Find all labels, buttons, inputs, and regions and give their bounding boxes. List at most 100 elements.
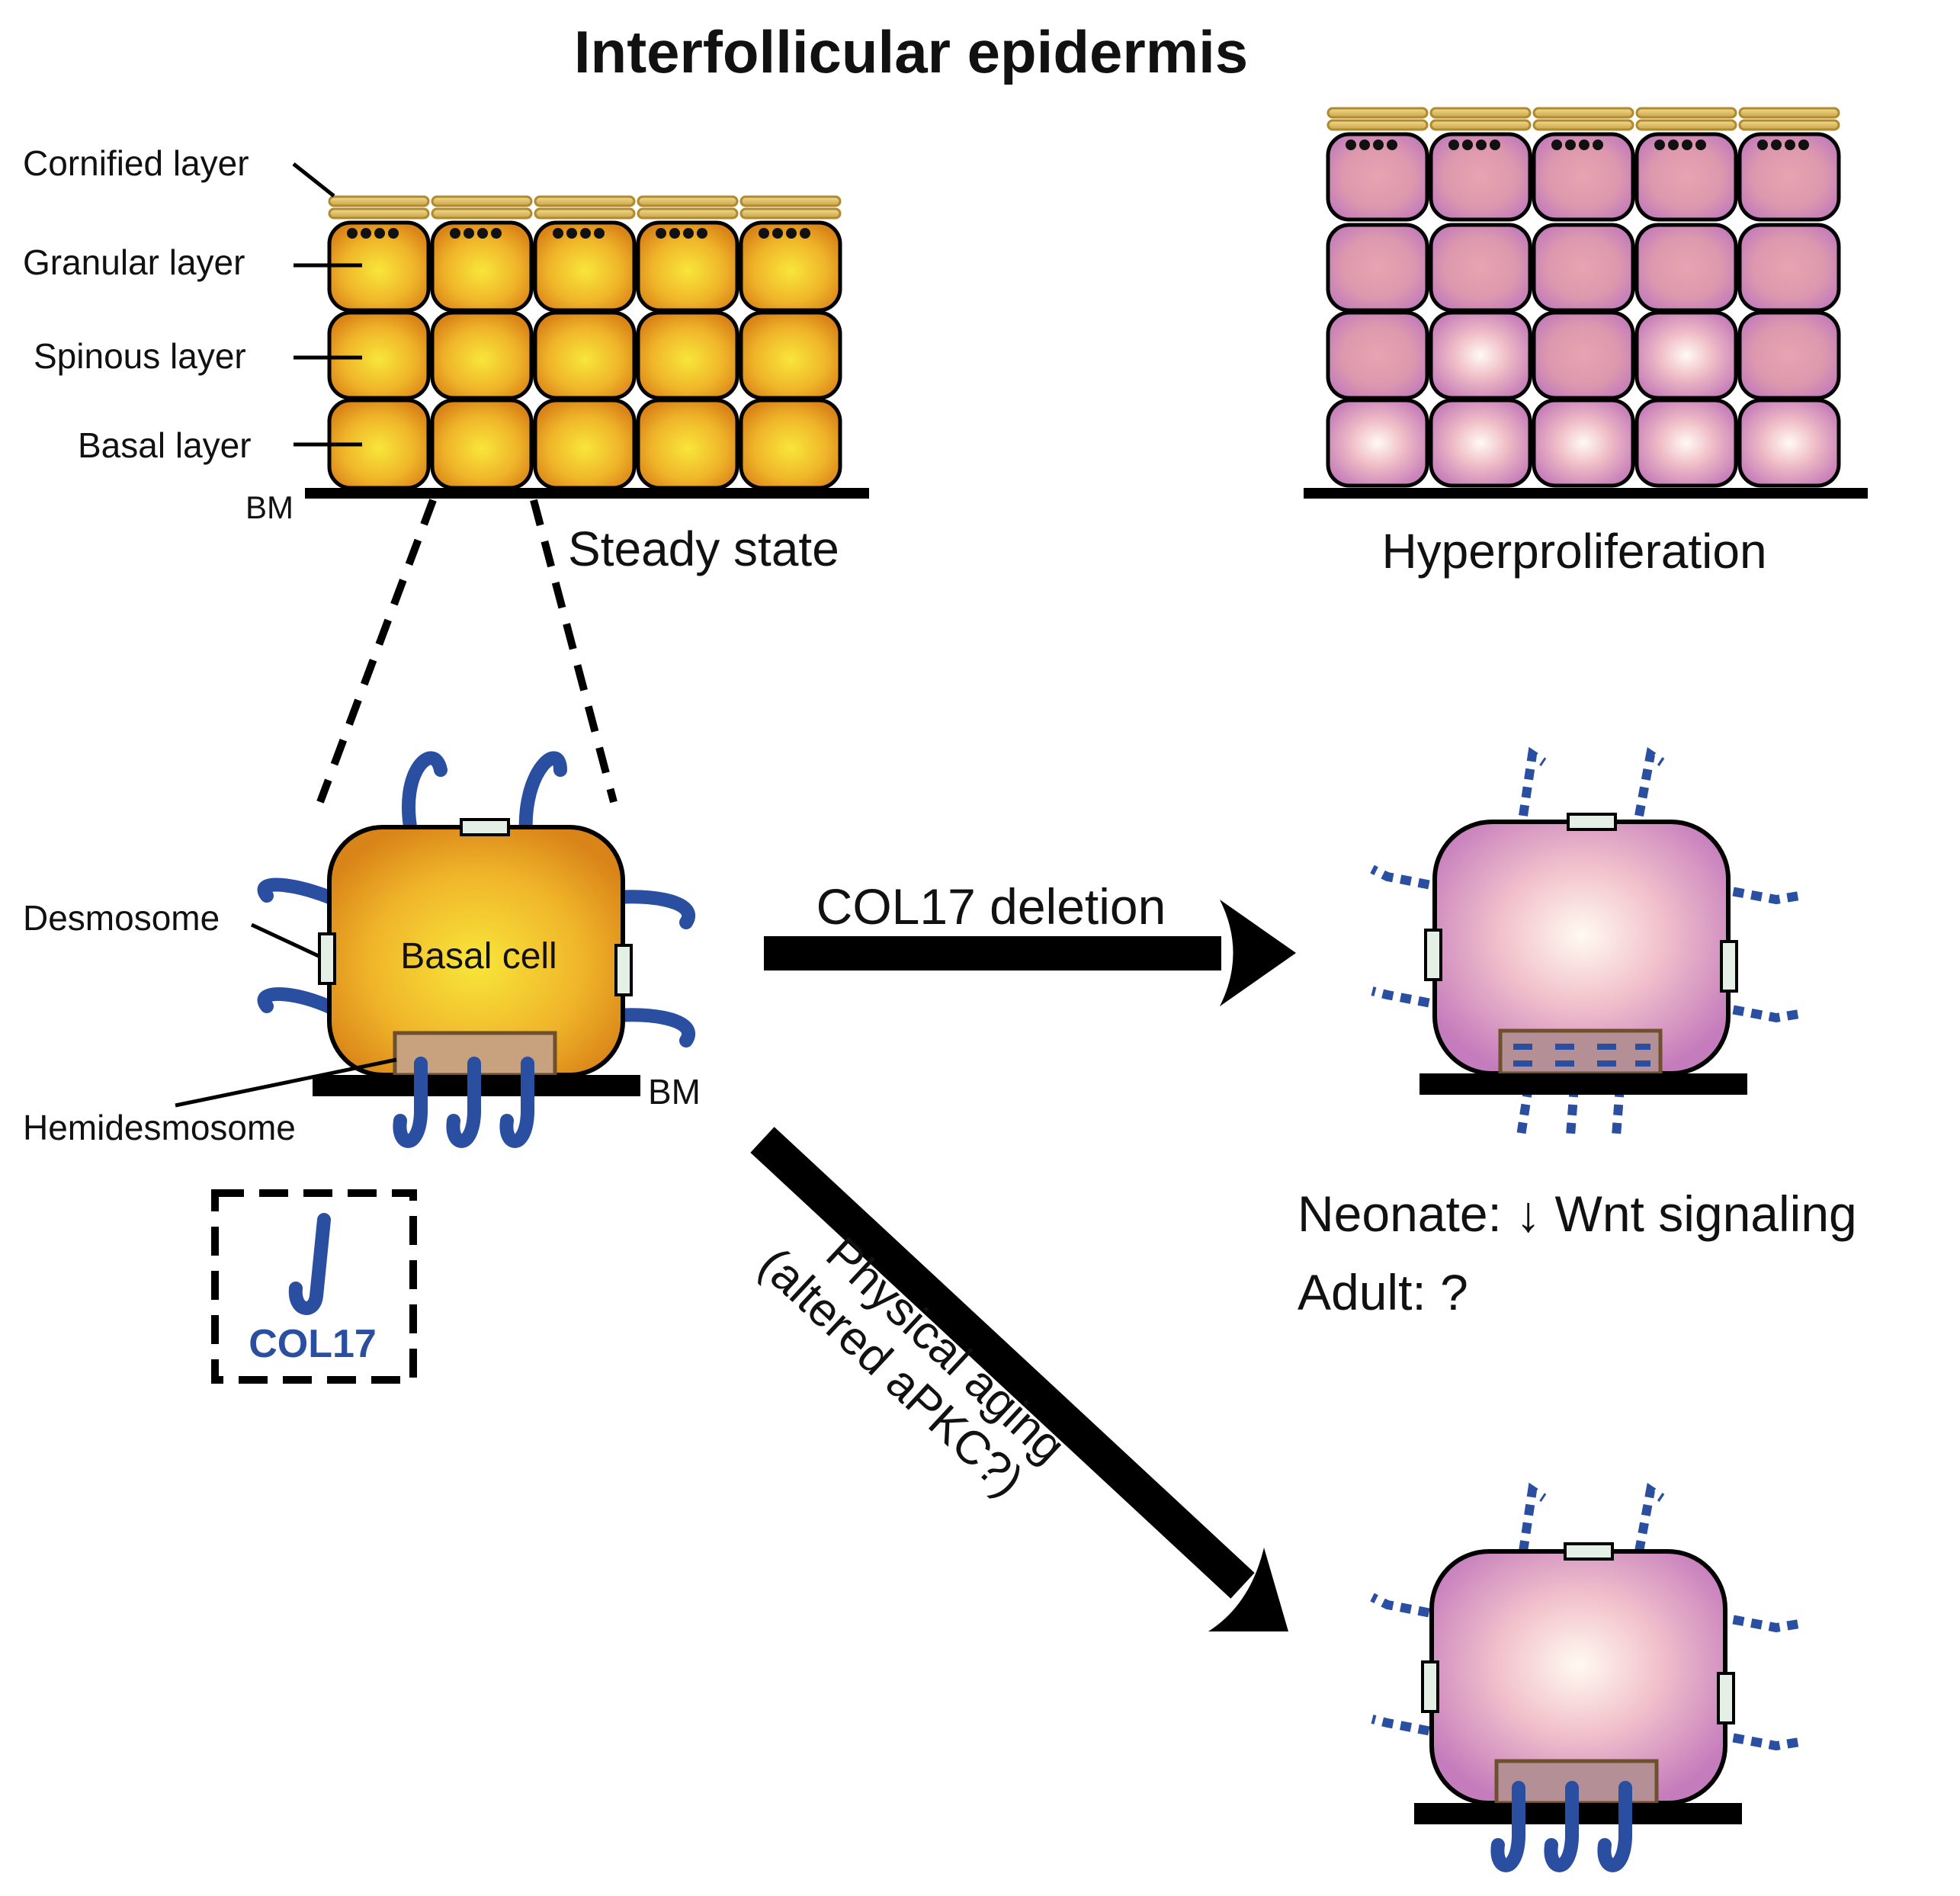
keratohyalin-granule — [669, 228, 680, 239]
keratohyalin-granule — [594, 228, 605, 239]
diagram-title: Interfollicular epidermis — [574, 18, 1248, 85]
keratohyalin-granule — [786, 228, 797, 239]
basement-membrane-steady — [305, 488, 869, 499]
col17-strand — [518, 751, 567, 842]
desmosome-right — [614, 944, 633, 996]
keratohyalin-granule — [491, 228, 502, 239]
keratohyalin-granule — [580, 228, 591, 239]
pink-epidermal-cell — [1326, 398, 1429, 488]
label-steady-state: Steady state — [568, 521, 839, 576]
pink-epidermal-cell — [1429, 310, 1532, 400]
leader-hemidesmosome — [175, 1057, 397, 1108]
orange-epidermal-cell — [739, 220, 842, 313]
keratohyalin-granule — [1490, 140, 1500, 150]
pink-epidermal-cell — [1532, 223, 1635, 313]
keratohyalin-granule — [1448, 140, 1459, 150]
col17-strand — [1544, 1781, 1579, 1872]
pink-epidermal-cell — [1737, 398, 1841, 488]
label-col17-deletion: COL17 deletion — [816, 878, 1166, 935]
pink-epidermal-cell — [1634, 223, 1738, 313]
orange-epidermal-cell — [533, 398, 637, 490]
keratohyalin-granule — [1346, 140, 1356, 150]
desmosome-right — [1720, 940, 1738, 993]
keratohyalin-granule — [553, 228, 563, 239]
keratohyalin-granule — [477, 228, 488, 239]
keratohyalin-granule — [1462, 140, 1473, 150]
col17-legend: COL17 — [211, 1189, 417, 1384]
pink-epidermal-cell — [1634, 132, 1738, 222]
pink-epidermal-cell — [1429, 398, 1532, 488]
desmosome-top — [1564, 1542, 1614, 1561]
hemidesmosome — [1498, 1028, 1663, 1076]
label-basal-layer: Basal layer — [78, 425, 252, 465]
keratohyalin-granule — [1387, 140, 1397, 150]
orange-epidermal-cell — [636, 310, 739, 400]
desmosome-left — [1424, 929, 1442, 981]
keratohyalin-granule — [1798, 140, 1809, 150]
keratohyalin-granule — [1565, 140, 1576, 150]
cornified-layer-hyper — [1326, 107, 1840, 131]
keratohyalin-granule — [347, 228, 358, 239]
label-granular-layer: Granular layer — [23, 242, 245, 282]
keratohyalin-granule — [1695, 140, 1706, 150]
label-spinous-layer: Spinous layer — [34, 336, 246, 376]
col17-fragments-in-hemidesmosome — [1513, 1044, 1650, 1067]
keratohyalin-granule — [1682, 140, 1692, 150]
keratohyalin-granule — [759, 228, 769, 239]
desmosome-top — [1567, 813, 1617, 831]
col17-strand — [393, 1057, 428, 1148]
orange-epidermal-cell — [636, 398, 739, 490]
orange-cell-grid — [327, 220, 842, 490]
pink-epidermal-cell — [1326, 310, 1429, 400]
desmosome-left — [1421, 1660, 1439, 1713]
keratohyalin-granule — [1771, 140, 1782, 150]
keratohyalin-granule — [772, 228, 783, 239]
keratohyalin-granule — [361, 228, 371, 239]
outcome-adult: Adult: ? — [1298, 1264, 1468, 1320]
orange-epidermal-cell — [533, 310, 637, 400]
keratohyalin-granule — [464, 228, 474, 239]
label-hyperproliferation: Hyperproliferation — [1381, 524, 1766, 579]
keratohyalin-granule — [450, 228, 460, 239]
zoom-line-right — [530, 499, 618, 804]
orange-epidermal-cell — [739, 310, 842, 400]
desmosome-top — [460, 818, 510, 836]
zoom-line-left — [316, 499, 437, 804]
orange-epidermal-cell — [636, 220, 739, 313]
pink-epidermal-cell — [1532, 310, 1635, 400]
desmosome-left — [318, 932, 336, 985]
pink-epidermal-cell — [1532, 132, 1635, 222]
keratohyalin-granule — [697, 228, 707, 239]
col17-strand — [499, 1057, 534, 1148]
keratohyalin-granule — [1593, 140, 1603, 150]
pink-epidermal-cell — [1429, 223, 1532, 313]
col17-strand — [446, 1057, 481, 1148]
pink-cell-grid — [1326, 132, 1841, 488]
keratohyalin-granule — [1757, 140, 1768, 150]
keratohyalin-granule — [1359, 140, 1370, 150]
arrow-physical-aging — [750, 1127, 1288, 1631]
legend-label-col17: COL17 — [249, 1322, 377, 1366]
col17-strand — [1490, 1781, 1525, 1872]
basal-cell-col17-deleted — [1370, 746, 1800, 1137]
keratohyalin-granule — [1668, 140, 1679, 150]
pink-epidermal-cell — [1326, 223, 1429, 313]
pink-epidermal-cell — [1429, 132, 1532, 222]
basal-cell-steady — [257, 751, 695, 1148]
keratohyalin-granule — [374, 228, 385, 239]
pink-epidermal-cell — [1326, 132, 1429, 222]
arrow-col17-deletion — [764, 900, 1296, 1006]
pink-epidermal-cell — [1737, 223, 1841, 313]
label-cornified-layer: Cornified layer — [23, 143, 249, 183]
col17-fragments — [1370, 1482, 1800, 1751]
orange-epidermal-cell — [430, 220, 534, 313]
keratohyalin-granule — [683, 228, 694, 239]
col17-strand — [1597, 1781, 1632, 1872]
orange-epidermal-cell — [533, 220, 637, 313]
keratohyalin-granule — [800, 228, 810, 239]
keratohyalin-granule — [1476, 140, 1487, 150]
leader-desmosome — [250, 922, 322, 959]
basal-cell-aged — [1370, 1482, 1800, 1872]
keratohyalin-granule — [1785, 140, 1795, 150]
